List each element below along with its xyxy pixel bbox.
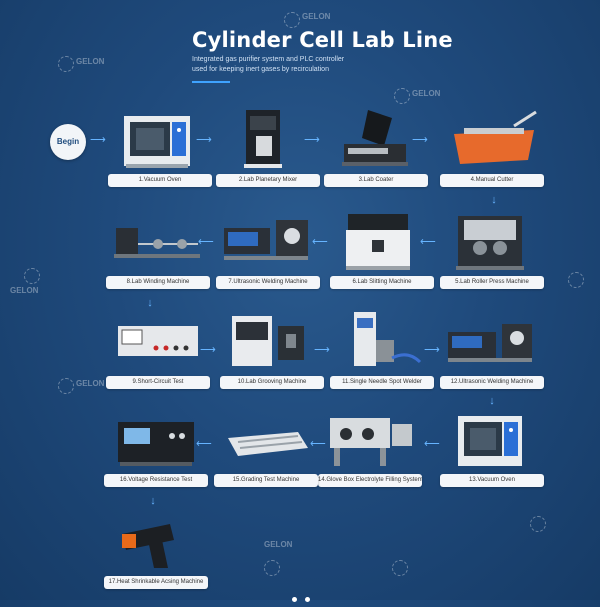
page-subtitle: Integrated gas purifier system and PLC c… (192, 55, 392, 75)
step-label: 1.Vacuum Oven (108, 174, 212, 187)
arrow-left-icon: ⟵ (424, 438, 440, 450)
arrow-down-icon: ↓ (150, 495, 156, 507)
step-label: 17.Heat Shrinkable Acsing Machine (104, 576, 208, 589)
watermark: GELON (412, 89, 441, 98)
planetary-mixer-icon (220, 108, 316, 170)
arrow-left-icon: ⟵ (196, 438, 212, 450)
arrow-left-icon: ⟵ (312, 236, 328, 248)
watermark-sun-icon (284, 12, 300, 28)
manual-cutter-icon (444, 108, 540, 170)
step-label: 5.Lab Roller Press Machine (440, 276, 544, 289)
arrow-right-icon: ⟶ (304, 134, 320, 146)
arrow-right-icon: ⟶ (200, 344, 216, 356)
ultrasonic-welder-icon (220, 210, 316, 272)
voltage-tester-icon (108, 408, 204, 470)
watermark: GELON (10, 286, 39, 295)
arrow-right-icon: ⟶ (424, 344, 440, 356)
step-label: 4.Manual Cutter (440, 174, 544, 187)
grooving-machine-icon (224, 310, 320, 372)
coater-icon (328, 108, 424, 170)
step-label: 11.Single Needle Spot Welder (330, 376, 434, 389)
step-label: 15.Grading Test Machine (214, 474, 318, 487)
arrow-left-icon: ⟵ (198, 236, 214, 248)
watermark-sun-icon (568, 272, 584, 288)
step-2: 2.Lab Planetary Mixer (216, 108, 320, 187)
heat-gun-icon (108, 510, 204, 572)
arrow-down-icon: ↓ (489, 395, 495, 407)
watermark: GELON (76, 379, 105, 388)
short-circuit-tester-icon (110, 310, 206, 372)
step-label: 6.Lab Slitting Machine (330, 276, 434, 289)
step-8: 8.Lab Winding Machine (106, 210, 210, 289)
watermark-sun-icon (264, 560, 280, 576)
step-11: 11.Single Needle Spot Welder (330, 310, 434, 389)
watermark-sun-icon (392, 560, 408, 576)
step-1: 1.Vacuum Oven (108, 108, 212, 187)
title-underline (192, 81, 230, 83)
spot-welder-icon (334, 310, 430, 372)
watermark-sun-icon (394, 88, 410, 104)
watermark-sun-icon (58, 378, 74, 394)
slitting-machine-icon (334, 210, 430, 272)
step-label: 3.Lab Coater (324, 174, 428, 187)
vacuum-oven-icon (112, 108, 208, 170)
grading-tester-icon (218, 408, 314, 470)
watermark-sun-icon (24, 268, 40, 284)
watermark: GELON (264, 540, 293, 549)
arrow-left-icon: ⟵ (420, 236, 436, 248)
subtitle-line-1: Integrated gas purifier system and PLC c… (192, 56, 345, 63)
step-13: 13.Vacuum Oven (440, 408, 544, 487)
step-label: 9.Short-Circuit Test (106, 376, 210, 389)
watermark: GELON (302, 12, 331, 21)
arrow-right-icon: ⟶ (90, 134, 106, 146)
step-6: 6.Lab Slitting Machine (330, 210, 434, 289)
winding-machine-icon (110, 210, 206, 272)
step-label: 12.Ultrasonic Welding Machine (440, 376, 544, 389)
step-12: 12.Ultrasonic Welding Machine (440, 310, 544, 389)
watermark-sun-icon (58, 56, 74, 72)
step-5: 5.Lab Roller Press Machine (440, 210, 544, 289)
arrow-right-icon: ⟶ (314, 344, 330, 356)
step-15: 15.Grading Test Machine (214, 408, 318, 487)
step-label: 14.Glove Box Electrolyte Filling Systems (318, 474, 422, 487)
glove-box-icon (322, 408, 418, 470)
arrow-down-icon: ↓ (147, 297, 153, 309)
step-label: 7.Ultrasonic Welding Machine (216, 276, 320, 289)
begin-node: Begin (50, 124, 86, 160)
arrow-down-icon: ↓ (491, 194, 497, 206)
roller-press-icon (444, 210, 540, 272)
page-title: Cylinder Cell Lab Line (192, 28, 453, 52)
step-17: 17.Heat Shrinkable Acsing Machine (104, 510, 208, 589)
step-14: 14.Glove Box Electrolyte Filling Systems (318, 408, 422, 487)
arrow-right-icon: ⟶ (196, 134, 212, 146)
step-7: 7.Ultrasonic Welding Machine (216, 210, 320, 289)
step-16: 16.Voltage Resistance Test (104, 408, 208, 487)
step-9: 9.Short-Circuit Test (106, 310, 210, 389)
arrow-right-icon: ⟶ (412, 134, 428, 146)
step-label: 13.Vacuum Oven (440, 474, 544, 487)
carousel-dots (290, 589, 312, 607)
watermark: GELON (76, 57, 105, 66)
step-label: 16.Voltage Resistance Test (104, 474, 208, 487)
step-label: 2.Lab Planetary Mixer (216, 174, 320, 187)
subtitle-line-2: used for keeping inert gases by recircul… (192, 66, 329, 73)
ultrasonic-welder-icon (444, 310, 540, 372)
vacuum-oven-icon (444, 408, 540, 470)
watermark-sun-icon (530, 516, 546, 532)
step-4: 4.Manual Cutter (440, 108, 544, 187)
step-10: 10.Lab Grooving Machine (220, 310, 324, 389)
step-3: 3.Lab Coater (324, 108, 428, 187)
step-label: 8.Lab Winding Machine (106, 276, 210, 289)
arrow-left-icon: ⟵ (310, 438, 326, 450)
step-label: 10.Lab Grooving Machine (220, 376, 324, 389)
